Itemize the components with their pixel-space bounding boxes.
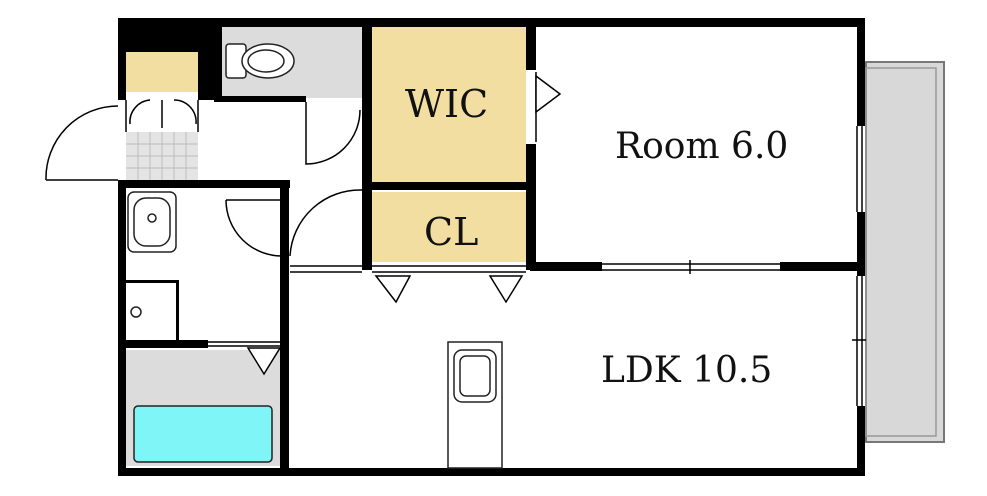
washbasin-icon xyxy=(127,191,177,253)
entrance-tile xyxy=(126,132,198,180)
wic-floor xyxy=(372,26,526,182)
wic-label: WIC xyxy=(405,82,489,126)
balcony xyxy=(865,61,945,443)
cl-floor xyxy=(372,192,526,262)
cl-label: CL xyxy=(424,210,479,254)
closet-door-markers xyxy=(246,74,562,376)
bathtub-icon xyxy=(133,405,273,463)
toilet-icon xyxy=(225,43,295,79)
kitchen-sink-icon xyxy=(447,341,503,469)
ldk-label: LDK 10.5 xyxy=(601,350,773,391)
drain-icon xyxy=(130,306,142,318)
shoe-cabinet xyxy=(126,52,198,92)
door-leaves xyxy=(45,72,866,406)
room-label: Room 6.0 xyxy=(615,126,789,167)
walls xyxy=(118,18,865,476)
